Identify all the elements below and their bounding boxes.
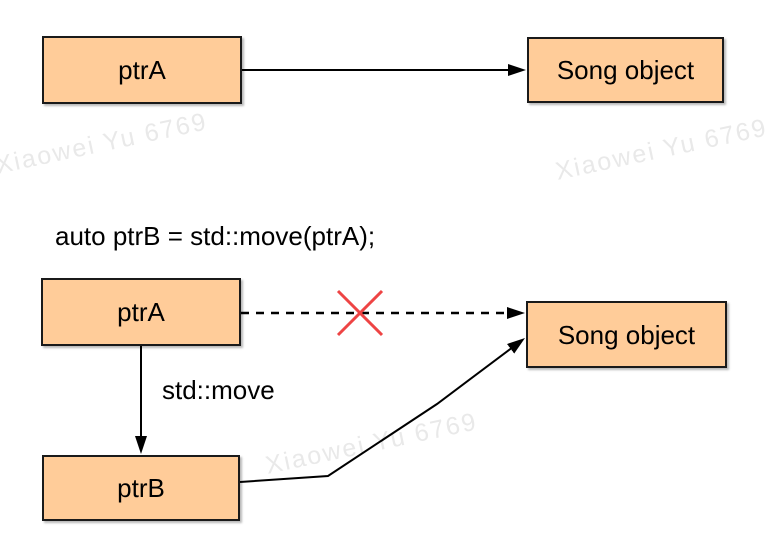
- std-move-label: std::move: [162, 375, 275, 405]
- watermark-text: Xiaowei Yu 6769: [553, 113, 771, 186]
- ptra-box-after: ptrA: [41, 278, 241, 346]
- ptra-label: ptrA: [117, 297, 165, 327]
- ptra-label: ptrA: [118, 55, 166, 85]
- ptrb-to-song-arrow: [239, 338, 525, 483]
- song-object-label: Song object: [557, 319, 696, 350]
- ptra-box-before: ptrA: [42, 36, 242, 104]
- song-object-box-after: Song object: [526, 301, 727, 368]
- invalid-cross-icon: [336, 289, 384, 337]
- song-object-label: Song object: [556, 55, 695, 85]
- code-statement: auto ptrB = std::move(ptrA);: [55, 221, 376, 251]
- ptrb-box: ptrB: [42, 455, 240, 521]
- ptrb-label: ptrB: [117, 473, 165, 503]
- song-object-box-before: Song object: [527, 37, 724, 103]
- watermark-text: Xiaowei Yu 6769: [0, 107, 211, 180]
- watermark-text: Xiaowei Yu 6769: [263, 407, 481, 480]
